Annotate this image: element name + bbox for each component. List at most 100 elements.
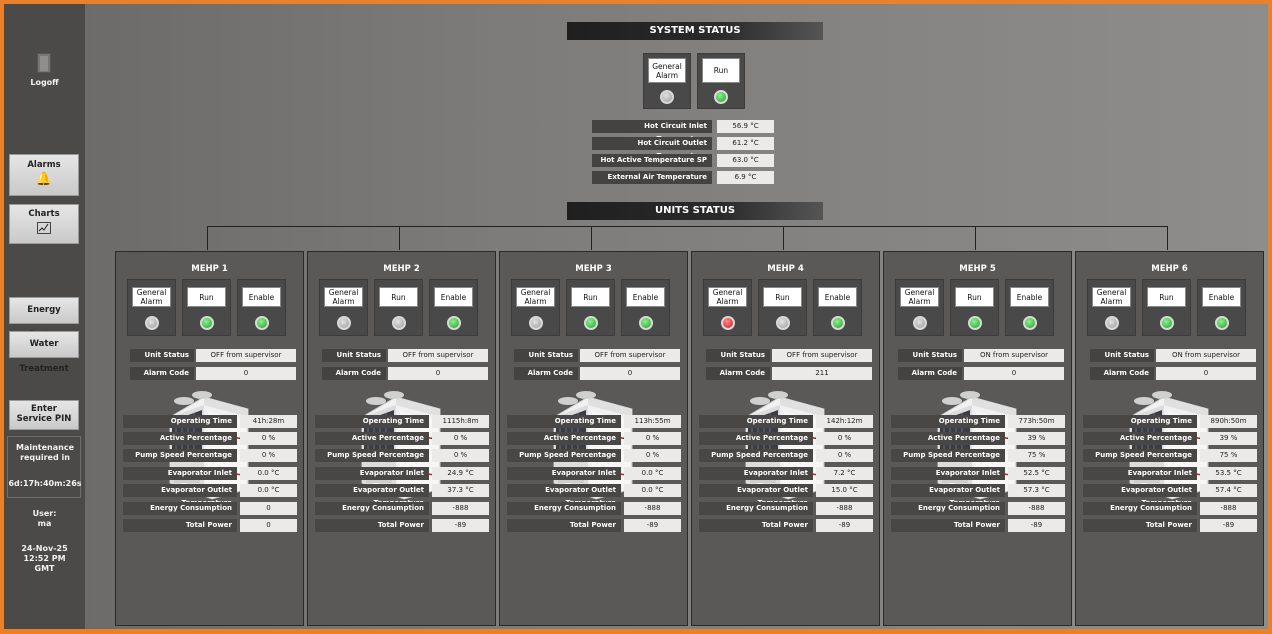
unit-data-value: -888	[624, 502, 681, 515]
unit-enable: Enable	[1197, 279, 1246, 336]
unit-data-label: Evaporator Outlet Temperature	[1083, 484, 1197, 507]
charts-button[interactable]: Charts	[9, 204, 79, 244]
unit-alarm-led	[336, 316, 351, 330]
unit-enable-label: Enable	[242, 287, 281, 307]
unit-data-value: 39 %	[1200, 432, 1257, 445]
unit-data-row: Evaporator Outlet Temperature37.3 °C	[315, 484, 491, 507]
unit-enable-led	[446, 316, 461, 330]
unit-data-value: 113h:55m	[624, 415, 681, 428]
service-pin-button[interactable]: Enter Service PIN	[9, 400, 79, 430]
unit-data-value: 773h:50m	[1008, 415, 1065, 428]
sidebar: Logoff Alarms 🔔 Charts Energy Centre Wat…	[4, 4, 85, 629]
units-drop-4	[783, 226, 784, 250]
unit-data-value: 0 %	[240, 449, 297, 462]
unit-data-value: -888	[432, 502, 489, 515]
unit-data-label: Evaporator Outlet Temperature	[699, 484, 813, 507]
unit-data-value: 39 %	[1008, 432, 1065, 445]
unit-status-value: OFF from supervisor	[772, 349, 872, 362]
logoff-button[interactable]: Logoff	[30, 78, 59, 87]
unit-data-row: Total Power-89	[507, 519, 683, 532]
unit-data-label: Pump Speed Percentage	[891, 449, 1005, 462]
unit-data-row: Energy Consumption-888	[1083, 502, 1259, 515]
scada-frame: Logoff Alarms 🔔 Charts Energy Centre Wat…	[4, 4, 1268, 629]
unit-status-value: ON from supervisor	[1156, 349, 1256, 362]
unit-data-value: -89	[432, 519, 489, 532]
unit-data-value: 53.5 °C	[1200, 467, 1257, 480]
energy-centre-button[interactable]: Energy Centre	[9, 297, 79, 340]
unit-enable: Enable	[813, 279, 862, 336]
unit-run-label: Run	[187, 287, 226, 307]
unit-run: Run	[374, 279, 423, 336]
unit-data-value: 0 %	[432, 432, 489, 445]
unit-run-led	[583, 316, 598, 330]
unit-data-label: Evaporator Inlet Temperature	[891, 467, 1005, 490]
unit-enable-label: Enable	[1010, 287, 1049, 307]
service-pin-label-2: Service PIN	[16, 414, 72, 424]
unit-status-value: ON from supervisor	[964, 349, 1064, 362]
alarm-code-label: Alarm Code	[322, 367, 386, 380]
charts-label: Charts	[28, 209, 60, 219]
unit-data-label: Active Percentage	[891, 432, 1005, 445]
unit-alarm-led	[912, 316, 927, 330]
unit-data-label: Energy Consumption	[123, 502, 237, 515]
alarms-button[interactable]: Alarms 🔔	[9, 154, 79, 196]
units-drop-3	[591, 226, 592, 250]
unit-data-value: 15.0 °C	[816, 484, 873, 497]
unit-data-row: Evaporator Outlet Temperature57.3 °C	[891, 484, 1067, 507]
unit-data-value: -89	[1200, 519, 1257, 532]
unit-data-label: Active Percentage	[507, 432, 621, 445]
unit-data-label: Total Power	[1083, 519, 1197, 532]
unit-title: MEHP 3	[575, 264, 612, 274]
unit-run-led	[391, 316, 406, 330]
unit-data-label: Operating Time	[891, 415, 1005, 428]
unit-data-row: Energy Consumption-888	[891, 502, 1067, 515]
unit-data-label: Evaporator Inlet Temperature	[1083, 467, 1197, 490]
bell-icon: 🔔	[35, 172, 53, 187]
unit-status-label: Unit Status	[898, 349, 962, 362]
unit-run: Run	[1142, 279, 1191, 336]
unit-data-label: Evaporator Inlet Temperature	[699, 467, 813, 490]
maintenance-label-2: required in	[20, 453, 70, 462]
units-bus-line	[207, 226, 1167, 227]
unit-data-row: Total Power-89	[891, 519, 1067, 532]
unit-data-label: Total Power	[699, 519, 813, 532]
system-row: Hot Circuit Outlet Temperature61.2 °C	[592, 137, 777, 160]
door-icon[interactable]	[37, 53, 51, 73]
unit-data-row: Evaporator Outlet Temperature0.0 °C	[123, 484, 299, 507]
unit-data-value: -89	[816, 519, 873, 532]
unit-enable-led	[830, 316, 845, 330]
unit-alarm-led	[144, 316, 159, 330]
unit-data-row: Evaporator Outlet Temperature15.0 °C	[699, 484, 875, 507]
unit-run-label: Run	[763, 287, 802, 307]
alarm-code-value: 211	[772, 367, 872, 380]
unit-data-value: 0.0 °C	[240, 484, 297, 497]
unit-title: MEHP 5	[959, 264, 996, 274]
water-treatment-button[interactable]: Water Treatment	[9, 331, 79, 374]
unit-data-label: Pump Speed Percentage	[507, 449, 621, 462]
unit-run-led	[775, 316, 790, 330]
